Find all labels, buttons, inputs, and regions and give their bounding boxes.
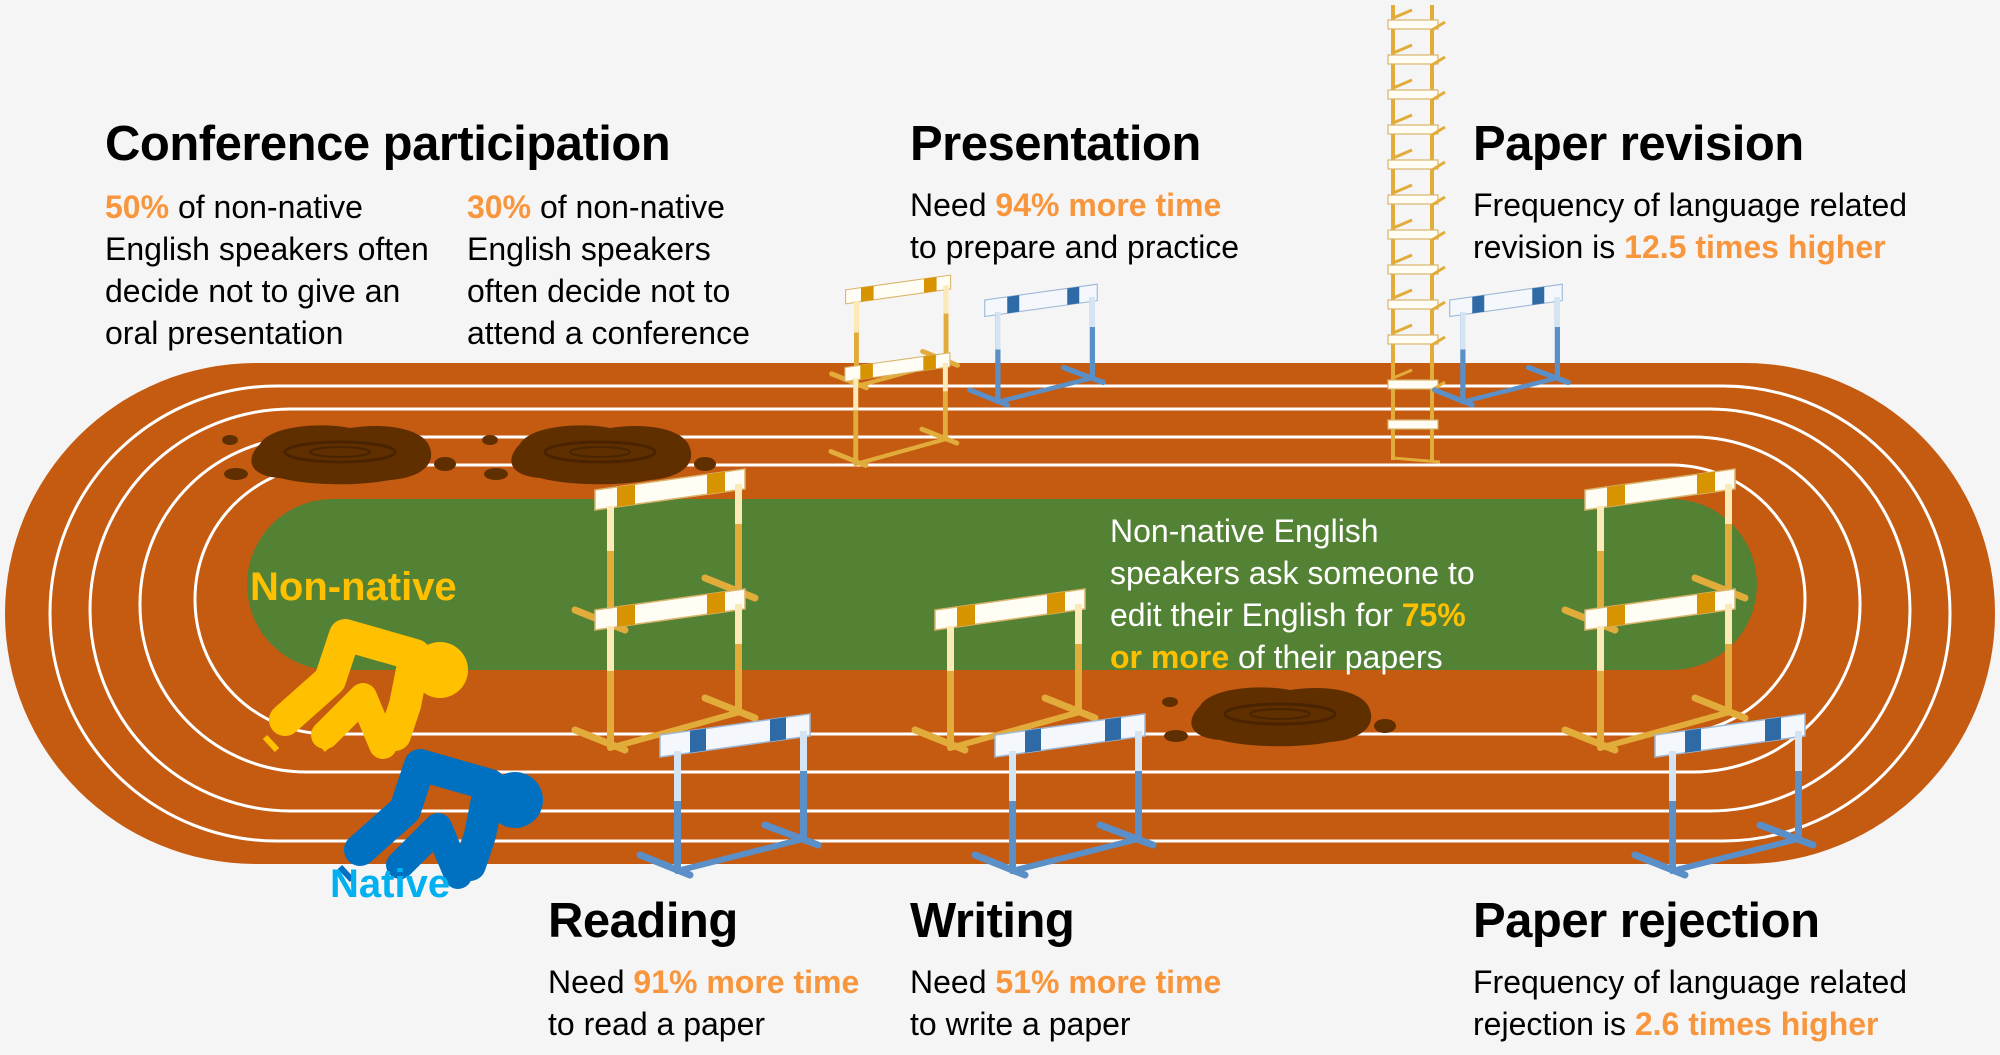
- conference-stat-attend: 30% of non-native English speakers often…: [467, 189, 750, 351]
- stat-75-percent: 75%: [1401, 597, 1466, 633]
- non-native-label: Non-native: [250, 565, 457, 609]
- rejection-title: Paper rejection: [1473, 894, 1820, 948]
- conference-participation-panel: Conference participation: [105, 116, 671, 172]
- stat-2-6-times: 2.6 times higher: [1634, 1006, 1879, 1042]
- conference-stat-oral: 50% of non-native English speakers often…: [105, 189, 429, 351]
- stat-30-percent: 30%: [467, 189, 532, 225]
- paper-rejection-panel: Paper rejection Frequency of language re…: [1473, 894, 1908, 1042]
- writing-panel: Writing Need 51% more time to write a pa…: [910, 894, 1222, 1042]
- hurdle-stack-tall: [1387, 5, 1446, 464]
- infield: [247, 499, 1757, 670]
- conference-title: Conference participation: [105, 117, 671, 171]
- native-label: Native: [330, 862, 451, 906]
- presentation-title: Presentation: [910, 117, 1201, 171]
- stat-12-5-times: 12.5 times higher: [1624, 229, 1886, 265]
- reading-title: Reading: [548, 894, 738, 948]
- stat-50-percent: 50%: [105, 189, 170, 225]
- revision-title: Paper revision: [1473, 117, 1804, 171]
- stat-51-percent: 51% more time: [995, 964, 1222, 1000]
- editing-stat-panel: Non-native English speakers ask someone …: [1110, 513, 1475, 675]
- presentation-panel: Presentation Need 94% more time to prepa…: [910, 117, 1240, 265]
- stat-94-percent: 94% more time: [995, 187, 1222, 223]
- stat-91-percent: 91% more time: [633, 964, 860, 1000]
- reading-panel: Reading Need 91% more time to read a pap…: [548, 894, 860, 1042]
- writing-title: Writing: [910, 894, 1075, 948]
- paper-revision-panel: Paper revision Frequency of language rel…: [1473, 117, 1908, 265]
